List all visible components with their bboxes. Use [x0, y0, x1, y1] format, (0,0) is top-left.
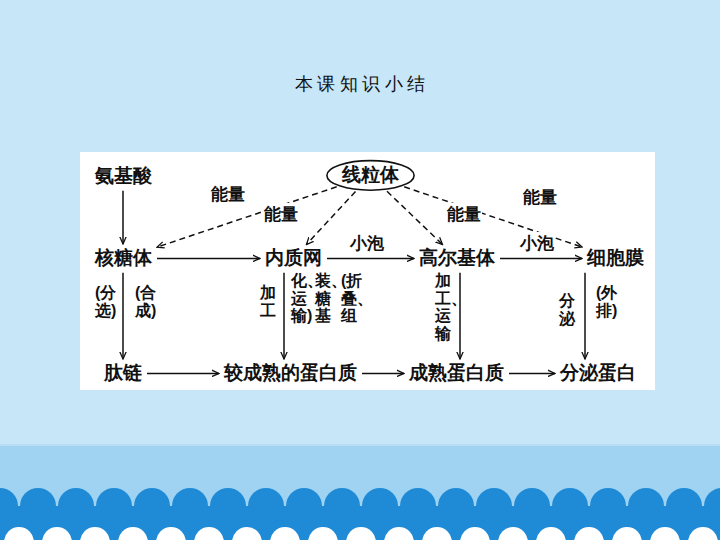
process-note: (分选): [95, 284, 111, 319]
wave-tooth: [308, 527, 338, 540]
flow-arrow: [157, 258, 260, 260]
wave-tooth: [384, 527, 414, 540]
node-text: 氨基酸: [95, 165, 152, 186]
wave-bump: [58, 488, 94, 524]
process-note: 化、运输): [291, 272, 307, 325]
wave-tooth: [498, 527, 528, 540]
wave-tooth: [4, 527, 34, 540]
term-node: 肽链: [101, 361, 145, 386]
wave-bump: [324, 488, 360, 524]
term-node: 细胞膜: [584, 246, 647, 271]
wave-bump: [514, 488, 550, 524]
wave-bump: [400, 488, 436, 524]
edge-label: 能量: [263, 203, 299, 226]
flow-arrow: [509, 373, 555, 375]
flow-arrow: [362, 373, 404, 375]
wave-tooth: [118, 527, 148, 540]
wave-tooth: [688, 527, 718, 540]
wave-bump: [552, 488, 588, 524]
wave-bump: [248, 488, 284, 524]
edge-label: 加工、运输: [435, 272, 451, 342]
node-text: 细胞膜: [587, 247, 644, 268]
flow-arrow: [283, 273, 285, 359]
flow-arrow: [327, 258, 414, 260]
wave-bump: [438, 488, 474, 524]
term-node: 氨基酸: [92, 164, 155, 189]
process-note: 装、糖基: [315, 272, 331, 325]
edge-label: (合成): [135, 284, 151, 319]
term-node: 成熟蛋白质: [406, 361, 507, 386]
term-node: 内质网: [262, 246, 325, 271]
wave-tooth: [574, 527, 604, 540]
energy-arrow: [157, 187, 337, 247]
organelle-ellipse: 线粒体: [326, 160, 415, 191]
term-node: 高尔基体: [416, 246, 498, 271]
wave-tooth: [270, 527, 300, 540]
wave-bump: [286, 488, 322, 524]
node-text: 核糖体: [95, 247, 152, 268]
wave-tooth: [156, 527, 186, 540]
process-note: (折叠、组: [341, 272, 357, 325]
term-node: 核糖体: [92, 246, 155, 271]
wave-tooth: [460, 527, 490, 540]
edge-label: 能量: [446, 203, 482, 226]
edge-label: 加工: [260, 284, 276, 319]
node-text: 较成熟的蛋白质: [224, 362, 357, 383]
node-text: 成熟蛋白质: [409, 362, 504, 383]
edge-label: 小泡: [519, 232, 555, 255]
node-text: 高尔基体: [419, 247, 495, 268]
wave-tooth: [346, 527, 376, 540]
wave-tooth: [194, 527, 224, 540]
wave-tooth: [80, 527, 110, 540]
wave-tooth: [612, 527, 642, 540]
wave-tooth: [650, 527, 680, 540]
wave-bump: [210, 488, 246, 524]
flow-arrow: [459, 273, 461, 359]
node-text: 分泌蛋白: [560, 362, 636, 383]
wave-bump: [0, 488, 18, 524]
wave-tooth: [42, 527, 72, 540]
ellipse-shape: [327, 161, 414, 191]
process-note: (外排): [596, 284, 612, 319]
flow-arrow: [500, 258, 582, 260]
node-text: 内质网: [265, 247, 322, 268]
energy-arrow: [404, 187, 582, 247]
edge-label: 能量: [210, 183, 246, 206]
wave-bumps: [0, 488, 720, 540]
wave-bump: [20, 488, 56, 524]
term-node: 较成熟的蛋白质: [221, 361, 360, 386]
flow-arrow: [122, 273, 124, 359]
edge-label: 分泌: [559, 292, 575, 327]
node-text: 线粒体: [342, 164, 399, 185]
band-edge: [0, 444, 720, 446]
edge-label: 小泡: [349, 232, 385, 255]
wave-bump: [628, 488, 664, 524]
wave-bump: [134, 488, 170, 524]
flow-arrow: [147, 373, 219, 375]
slide-title: 本 课 知 识 小 结: [0, 72, 720, 96]
wave-bump: [96, 488, 132, 524]
energy-arrow: [387, 191, 443, 244]
wave-bump: [590, 488, 626, 524]
flow-arrow: [584, 273, 586, 359]
term-node: 分泌蛋白: [557, 361, 639, 386]
wave-bump: [666, 488, 702, 524]
wave-tooth: [232, 527, 262, 540]
wave-tooth: [422, 527, 452, 540]
node-text: 肽链: [104, 362, 142, 383]
wave-bump: [704, 488, 720, 524]
wave-bump: [476, 488, 512, 524]
edge-label: 能量: [522, 186, 558, 209]
bottom-band: [0, 445, 720, 540]
wave-bump: [172, 488, 208, 524]
flow-arrow: [122, 191, 124, 244]
wave-bump: [362, 488, 398, 524]
wave-tooth: [536, 527, 566, 540]
